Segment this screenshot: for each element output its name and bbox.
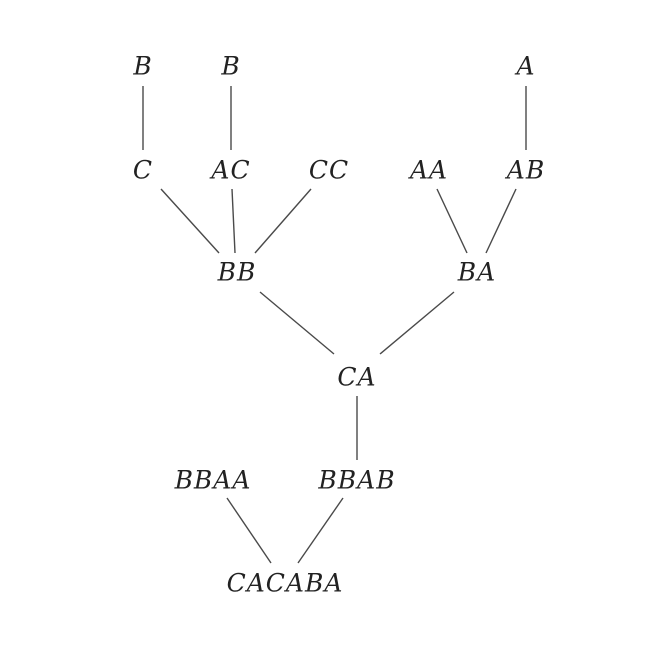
tree-nodes: B B A C AC CC AA AB BB BA CA BBAA BBAB C… [132,52,545,598]
node-cc: CC [309,156,349,185]
edge-bbaa-cacaba [226,497,272,564]
node-c: C [133,156,153,185]
node-b-middle: B [220,52,240,81]
edge-aa-ba [436,188,468,254]
edge-ab-ba [485,188,517,254]
node-bbaa: BBAA [174,466,252,495]
edge-c-bb [160,188,220,254]
node-ca: CA [337,363,376,392]
node-b-left: B [132,52,152,81]
node-bbab: BBAB [317,466,395,495]
edge-ac-bb [231,188,236,254]
node-aa: AA [408,156,448,185]
edge-ba-ca [379,291,455,355]
node-ab: AB [505,156,545,185]
edge-bbab-cacaba [297,497,344,564]
node-cacaba: CACABA [227,569,344,598]
node-bb: BB [217,258,257,287]
node-ba: BA [457,258,496,287]
tree-edges [142,86,527,564]
node-a-top: A [514,52,535,81]
edge-bb-ca [259,291,335,355]
node-ac: AC [209,156,250,185]
edge-cc-bb [254,188,312,254]
